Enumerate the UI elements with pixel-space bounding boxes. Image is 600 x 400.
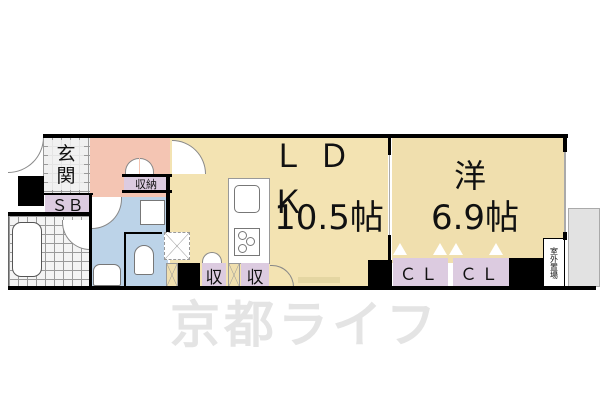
western-room-size-text: 6.9帖 [430, 197, 520, 238]
wall-bath-top [8, 212, 92, 216]
window-sill [298, 277, 340, 283]
closet-1-label: ＣＬ [399, 265, 442, 285]
ldk-size: 10.5帖 [270, 196, 388, 238]
storage-door-left [202, 252, 212, 263]
wall-top [43, 134, 568, 138]
toilet-icon [134, 245, 154, 275]
closet-door-marker [433, 243, 447, 255]
ldk-size-text: 10.5帖 [274, 197, 384, 238]
refrigerator-space [164, 232, 190, 260]
wall-ldk-western [388, 137, 391, 155]
western-room-name: 洋 [440, 155, 500, 195]
bathtub-icon [12, 222, 42, 277]
ldk-label: ＬＤＫ [272, 137, 384, 221]
closet-door-marker [489, 243, 503, 255]
balcony [568, 208, 600, 287]
wall-hall-storage-bottom [122, 190, 172, 193]
western-room-name-text: 洋 [453, 157, 486, 195]
washbasin-icon [93, 264, 121, 286]
storage-1-label: 収 [205, 267, 223, 288]
wall-right [563, 134, 567, 152]
hall-storage-label: 収納 [135, 177, 157, 191]
pipe-space-1 [166, 263, 178, 287]
entrance-door-swing [8, 137, 44, 173]
burner-1 [238, 231, 247, 240]
stove-icon [234, 228, 260, 256]
wall-right-lower [563, 232, 567, 240]
wall-block-1 [178, 263, 200, 287]
wall-shoebox-top [43, 193, 93, 195]
outdoor-storage: 室外置場 [543, 238, 565, 287]
window-ldk-western [389, 155, 390, 235]
window-right [564, 152, 566, 232]
kitchen-sink-icon [234, 185, 260, 213]
wall-wet-right [166, 176, 170, 232]
wall-bottom [8, 286, 596, 290]
closet-door-marker [449, 243, 463, 255]
burner-3 [238, 244, 247, 253]
shoe-box: ＳＢ [45, 195, 90, 215]
wall-bath-right [89, 195, 92, 287]
shoe-box-label: ＳＢ [51, 196, 84, 215]
wall-ldk-western-lower [388, 235, 391, 287]
washing-machine-space [140, 200, 165, 225]
kitchen-counter [228, 178, 270, 264]
western-room-floor [392, 137, 564, 263]
entrance-label-line2: 関 [56, 165, 76, 187]
outdoor-storage-label: 室外置場 [549, 246, 559, 279]
entrance-label: 玄 関 [48, 140, 84, 190]
hall-storage: 収納 [124, 176, 168, 191]
burner-2 [246, 237, 255, 246]
watermark: 京都ライフ [170, 296, 440, 354]
closet-2-label: ＣＬ [460, 265, 502, 285]
storage-1: 収 [202, 263, 226, 288]
ldk-name: ＬＤＫ [272, 137, 365, 221]
wall-entrance-left [18, 176, 44, 206]
storage-2: 収 [241, 263, 269, 288]
closet-door-marker [393, 243, 407, 255]
pipe-space-2 [228, 263, 240, 287]
storage-2-label: 収 [246, 267, 264, 288]
wall-block-3 [509, 258, 543, 287]
closet-door-left [125, 158, 139, 174]
entrance-label-line1: 玄 [56, 143, 76, 165]
western-room-size: 6.9帖 [420, 196, 530, 238]
wall-hall-storage [122, 174, 172, 177]
closet-1: ＣＬ [393, 258, 448, 287]
closet-2: ＣＬ [453, 258, 509, 287]
